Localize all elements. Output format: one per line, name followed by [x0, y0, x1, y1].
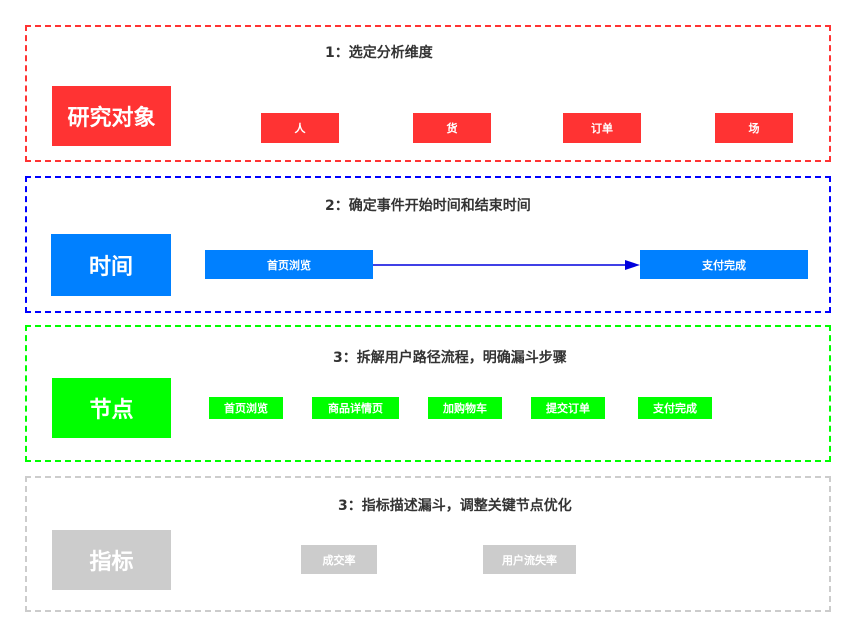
dimension-person: 人 — [261, 113, 339, 143]
nodes-label: 节点 — [52, 378, 171, 438]
section-nodes-title: 3：拆解用户路径流程，明确漏斗步骤 — [333, 350, 567, 366]
time-start: 首页浏览 — [205, 250, 373, 279]
dimension-order: 订单 — [563, 113, 641, 143]
section-time-title: 2：确定事件开始时间和结束时间 — [325, 198, 531, 214]
arrow-icon — [373, 260, 640, 270]
metrics-label: 指标 — [52, 530, 171, 590]
section-metrics-title: 3：指标描述漏斗，调整关键节点优化 — [338, 498, 572, 514]
dimension-goods: 货 — [413, 113, 491, 143]
section-nodes — [25, 325, 831, 462]
time-end: 支付完成 — [640, 250, 808, 279]
node-detail: 商品详情页 — [312, 397, 399, 419]
metric-conversion: 成交率 — [301, 545, 377, 574]
node-home: 首页浏览 — [209, 397, 283, 419]
dimension-scene: 场 — [715, 113, 793, 143]
section-dimension-title: 1：选定分析维度 — [325, 45, 433, 61]
node-cart: 加购物车 — [428, 397, 502, 419]
section-time — [25, 176, 831, 313]
node-pay: 支付完成 — [638, 397, 712, 419]
section-metrics — [25, 476, 831, 612]
metric-churn: 用户流失率 — [483, 545, 576, 574]
research-object-label: 研究对象 — [52, 86, 171, 146]
section-dimension — [25, 25, 831, 162]
node-submit: 提交订单 — [531, 397, 605, 419]
time-label: 时间 — [51, 234, 171, 296]
